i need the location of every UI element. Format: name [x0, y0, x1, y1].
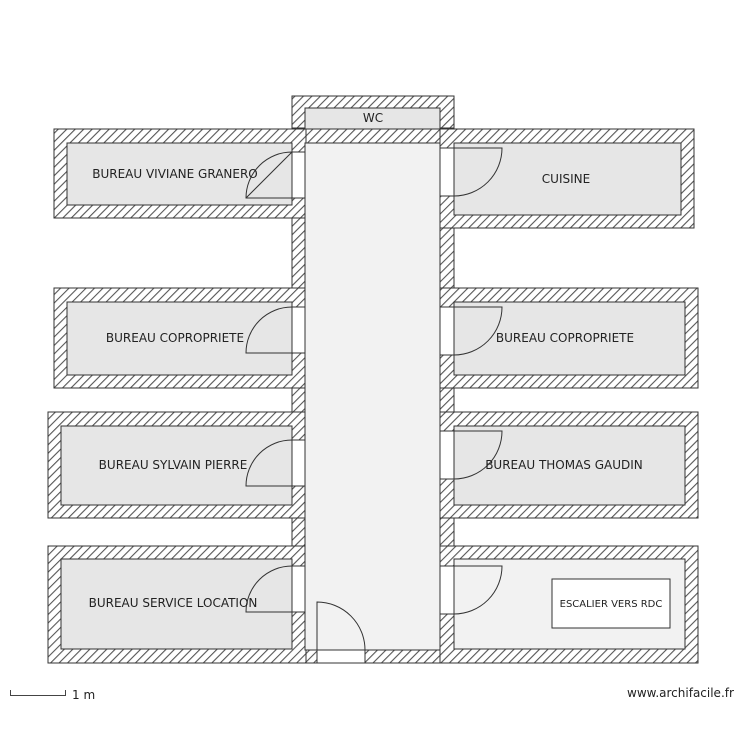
label-copro-right: BUREAU COPROPRIETE: [496, 331, 634, 345]
room-corridor: [304, 142, 441, 651]
door-copro-left: [245, 306, 306, 354]
door-location: [245, 565, 306, 613]
room-viviane: [66, 142, 293, 206]
label-wc: WC: [363, 111, 383, 125]
label-thomas: BUREAU THOMAS GAUDIN: [485, 458, 643, 472]
label-location: BUREAU SERVICE LOCATION: [89, 596, 258, 610]
door-escalier: [439, 565, 503, 615]
label-copro-left: BUREAU COPROPRIETE: [106, 331, 244, 345]
room-copro-right: [453, 301, 686, 376]
door-sylvain: [245, 439, 306, 487]
door-cuisine: [439, 147, 503, 197]
watermark-text: www.archifacile.fr: [627, 686, 734, 700]
door-thomas: [439, 430, 503, 480]
room-labels: WC BUREAU VIVIANE GRANERO CUISINE BUREAU…: [89, 111, 663, 610]
label-cuisine: CUISINE: [542, 172, 590, 186]
door-corridor-exit: [316, 601, 366, 664]
door-viviane: [245, 151, 306, 199]
label-viviane: BUREAU VIVIANE GRANERO: [92, 167, 258, 181]
room-wc: [304, 107, 441, 130]
room-copro-left: [66, 301, 293, 376]
room-location: [60, 558, 293, 650]
room-sylvain: [60, 425, 293, 506]
door-copro-right: [439, 306, 503, 356]
room-cuisine: [453, 142, 682, 216]
scale-bar: [10, 690, 66, 696]
label-escalier: ESCALIER VERS RDC: [560, 599, 663, 610]
stair-box: [551, 578, 671, 629]
room-thomas: [453, 425, 686, 506]
scale-label: 1 m: [72, 688, 96, 702]
doors: [245, 147, 503, 664]
label-sylvain: BUREAU SYLVAIN PIERRE: [99, 458, 248, 472]
